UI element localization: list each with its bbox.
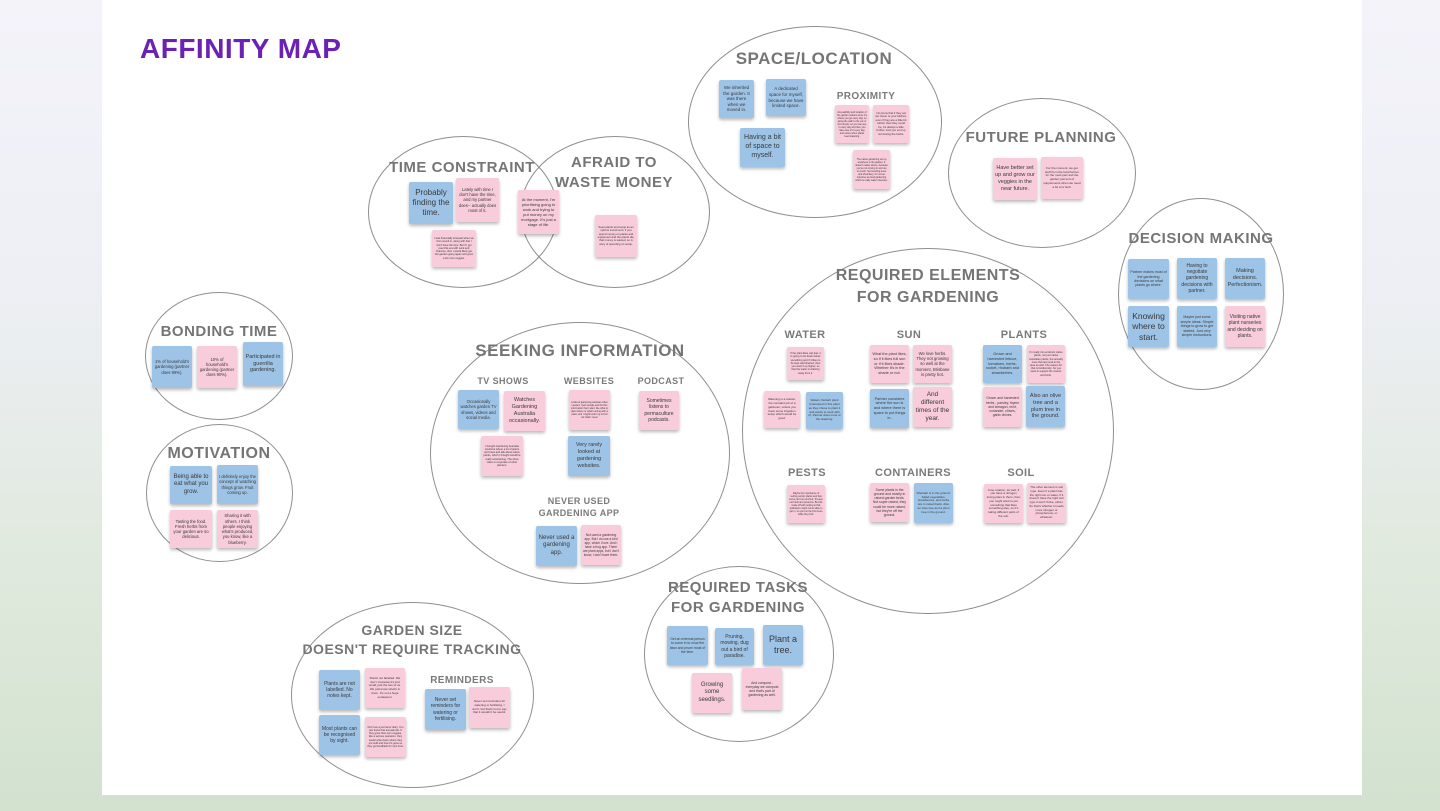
sticky-note-required-elements-for-gardening-2[interactable]: Waters rhubarb plant (interested in this… [806, 392, 843, 429]
sticky-note-required-elements-for-gardening-6[interactable]: And different times of the year. [913, 387, 952, 427]
subgroup-label-space-location-0: PROXIMITY [836, 91, 896, 102]
sticky-note-required-elements-for-gardening-12[interactable]: Some plants in the ground and mostly in … [870, 483, 909, 522]
sticky-note-bonding-time-1[interactable]: 10% of household's gardening (partner do… [197, 346, 237, 388]
cluster-title-future-planning: FUTURE PLANNING [965, 129, 1117, 146]
sticky-note-space-location-1[interactable]: A dedicated space for myself, because we… [766, 79, 806, 116]
sticky-note-garden-size-doesnt-require-tracking-0[interactable]: Plants are not labelled. No notes kept. [319, 670, 360, 710]
cluster-ellipse-future-planning [948, 98, 1136, 248]
cluster-title-afraid-to-waste-money: AFRAID TO WASTE MONEY [554, 154, 673, 192]
sticky-note-afraid-to-waste-money-0[interactable]: At the moment, I'm prioritising going to… [518, 190, 559, 234]
page-title: AFFINITY MAP [140, 33, 342, 64]
sticky-note-time-constraint-2[interactable]: I was financially stressed when we first… [432, 230, 476, 267]
sticky-note-motivation-1[interactable]: I definitely enjoy the concept of watchi… [217, 465, 258, 504]
sticky-note-space-location-2[interactable]: Having a bit of space to myself. [740, 128, 785, 167]
cluster-ellipse-bonding-time [145, 292, 293, 420]
sticky-note-required-tasks-for-gardening-4[interactable]: And compost - everyday we compost and th… [742, 668, 782, 710]
sticky-note-garden-size-doesnt-require-tracking-4[interactable]: Never set reminders for watering or fert… [425, 689, 466, 730]
sticky-note-seeking-information-1[interactable]: Watches Gardening Australia occasionally… [504, 391, 545, 431]
cluster-title-time-constraint: TIME CONSTRAINT [389, 159, 535, 176]
cluster-ellipse-required-elements-for-gardening [742, 248, 1114, 614]
sticky-note-decision-making-2[interactable]: Making decisions. Perfectionism. [1225, 258, 1265, 299]
sticky-note-space-location-4[interactable]: I do know that if they are not closer to… [873, 105, 909, 143]
sticky-note-required-elements-for-gardening-13[interactable]: Rhubarb is in the ground. Salad vegetabl… [914, 483, 953, 523]
cluster-title-bonding-time: BONDING TIME [160, 323, 278, 340]
subgroup-label-required-elements-for-gardening-4: CONTAINERS [875, 467, 951, 479]
subgroup-label-required-elements-for-gardening-3: PESTS [787, 467, 827, 479]
subgroup-label-required-elements-for-gardening-2: PLANTS [1000, 329, 1048, 341]
sticky-note-space-location-3[interactable]: Accessibility and location of the garden… [835, 105, 869, 143]
cluster-title-seeking-information: SEEKING INFORMATION [475, 341, 685, 360]
cluster-ellipse-decision-making [1118, 198, 1284, 390]
sticky-note-motivation-2[interactable]: Tasting the food. Fresh herbs from your … [170, 510, 212, 548]
sticky-note-required-elements-for-gardening-0[interactable]: If the plant likes wet feet, it is going… [787, 347, 824, 380]
sticky-note-required-elements-for-gardening-3[interactable]: What the plant likes, so if it likes ful… [870, 345, 909, 383]
subgroup-label-seeking-information-2: PODCAST [637, 376, 685, 386]
sticky-note-required-tasks-for-gardening-1[interactable]: Pruning, mowing, dug out a bird of parad… [715, 628, 754, 665]
sticky-note-required-tasks-for-gardening-0[interactable]: Get an external person to come in to mow… [667, 626, 708, 665]
subgroup-label-seeking-information-3: NEVER USED GARDENING APP [538, 496, 620, 518]
sticky-note-bonding-time-0[interactable]: 1% of household's gardening (partner doe… [152, 346, 192, 388]
sticky-note-afraid-to-waste-money-1[interactable]: Sees plants and setup as an upfront inve… [595, 215, 637, 257]
cluster-title-required-tasks-for-gardening: REQUIRED TASKS FOR GARDENING [667, 579, 809, 617]
sticky-note-required-tasks-for-gardening-3[interactable]: Growing some seedlings. [692, 673, 732, 713]
sticky-note-decision-making-4[interactable]: Maybe just some simple ideas. Simple thi… [1177, 306, 1217, 347]
sticky-note-seeking-information-4[interactable]: Very rarely looked at gardening websites… [568, 436, 610, 476]
sticky-note-future-planning-1[interactable]: For the moment, we get stuff from the lo… [1041, 157, 1083, 199]
cluster-title-motivation: MOTIVATION [167, 445, 271, 462]
sticky-note-seeking-information-6[interactable]: Never used a gardening app. [536, 526, 577, 566]
cluster-title-space-location: SPACE/LOCATION [735, 49, 893, 68]
sticky-note-motivation-0[interactable]: Being able to eat what you grow. [170, 466, 212, 504]
cluster-ellipse-required-tasks-for-gardening [644, 566, 834, 742]
cluster-title-decision-making: DECISION MAKING [1128, 230, 1274, 247]
sticky-note-garden-size-doesnt-require-tracking-5[interactable]: Never set reminders for watering or fert… [469, 687, 510, 728]
sticky-note-garden-size-doesnt-require-tracking-1[interactable]: Plants not labelled. We don't, because i… [365, 668, 405, 708]
sticky-note-required-elements-for-gardening-10[interactable]: Also an olive tree and a plum tree in th… [1026, 386, 1065, 427]
sticky-note-space-location-5[interactable]: The native gardening set up anywhere in … [853, 150, 890, 189]
cluster-ellipse-motivation [146, 424, 293, 562]
sticky-note-seeking-information-5[interactable]: Sometimes listens to permaculture podcas… [639, 391, 679, 430]
sticky-note-garden-size-doesnt-require-tracking-3[interactable]: Don't set a journal or diary. You just k… [365, 717, 406, 757]
sticky-note-decision-making-5[interactable]: Visiting native plant nurseries and deci… [1225, 306, 1265, 347]
sticky-note-seeking-information-7[interactable]: Not used a gardening app. But I do use a… [581, 525, 621, 565]
sticky-note-space-location-0[interactable]: We inherited the garden. It was there wh… [719, 80, 754, 118]
subgroup-label-garden-size-doesnt-require-tracking-0: REMINDERS [430, 675, 494, 686]
cluster-ellipse-seeking-information [430, 322, 730, 584]
cluster-ellipse-space-location [688, 26, 942, 218]
subgroup-label-required-elements-for-gardening-5: SOIL [1007, 467, 1035, 479]
sticky-note-required-elements-for-gardening-9[interactable]: Grown and harvested herbs - parsley, thy… [983, 387, 1022, 427]
cluster-title-required-elements-for-gardening: REQUIRED ELEMENTS FOR GARDENING [835, 267, 1021, 306]
sticky-note-required-elements-for-gardening-7[interactable]: Grown and harvested lettuce, tomatoes, h… [983, 345, 1022, 383]
sticky-note-required-elements-for-gardening-4[interactable]: We love herbs. They not growing so well … [913, 345, 952, 383]
sticky-note-required-elements-for-gardening-1[interactable]: Watering is a classic, the constant job … [764, 391, 800, 428]
sticky-note-required-tasks-for-gardening-2[interactable]: Plant a tree. [763, 625, 803, 665]
sticky-note-seeking-information-3[interactable]: Looks at gardening websites when needed.… [569, 390, 610, 430]
sticky-note-motivation-3[interactable]: Sharing it with others. I think people e… [217, 510, 258, 548]
sticky-note-time-constraint-1[interactable]: Lately with time I don't have the time, … [456, 178, 499, 222]
sticky-note-decision-making-1[interactable]: Having to negotiate gardening decisions … [1177, 258, 1217, 299]
sticky-note-required-elements-for-gardening-15[interactable]: The other element is soil type. Even if … [1027, 483, 1066, 523]
subgroup-label-seeking-information-0: TV SHOWS [477, 376, 529, 386]
sticky-note-required-elements-for-gardening-11[interactable]: Maybe the importance of netting certain … [787, 485, 825, 523]
sticky-note-required-elements-for-gardening-14[interactable]: Crop rotation, as well. If you have a ni… [984, 484, 1023, 523]
sticky-note-decision-making-0[interactable]: Partner makes most of the gardening deci… [1128, 259, 1169, 299]
subgroup-label-required-elements-for-gardening-1: SUN [896, 329, 922, 341]
sticky-note-seeking-information-2[interactable]: I thought Gardening Australia would be w… [481, 436, 523, 476]
subgroup-label-required-elements-for-gardening-0: WATER [784, 329, 826, 341]
sticky-note-seeking-information-0[interactable]: Occasionally watches garden TV shows, vi… [458, 390, 499, 429]
sticky-note-time-constraint-0[interactable]: Probably finding the time. [409, 182, 453, 224]
sticky-note-required-elements-for-gardening-5[interactable]: Partner considers where the sun is and w… [870, 389, 909, 428]
cluster-title-garden-size-doesnt-require-tracking: GARDEN SIZE DOESN'T REQUIRE TRACKING [302, 622, 522, 657]
sticky-note-required-elements-for-gardening-8[interactable]: I'm really into endemic native plants, n… [1027, 345, 1065, 383]
sticky-note-future-planning-0[interactable]: Have better set up and grow our veggies … [993, 158, 1037, 200]
sticky-note-garden-size-doesnt-require-tracking-2[interactable]: Most plants can be recognised by sight. [319, 715, 360, 755]
cluster-ellipse-garden-size-doesnt-require-tracking [291, 602, 534, 788]
sticky-note-decision-making-3[interactable]: Knowing where to start. [1128, 306, 1169, 347]
subgroup-label-seeking-information-1: WEBSITES [563, 376, 615, 386]
sticky-note-bonding-time-2[interactable]: Participated in guerrilla gardening. [243, 342, 283, 386]
